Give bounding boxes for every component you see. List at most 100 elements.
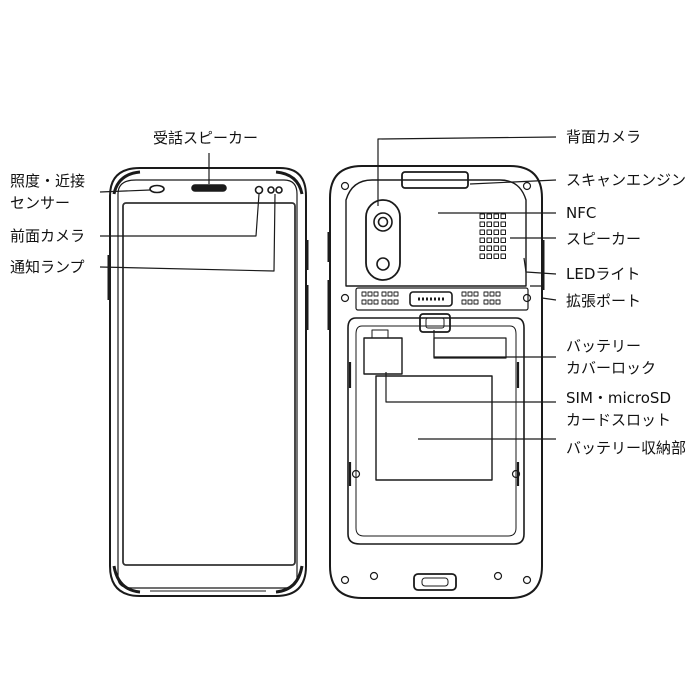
back-bottom-connector-inner [421, 577, 449, 587]
port-contact [495, 291, 501, 297]
speaker-hole [493, 253, 499, 259]
speaker-hole [493, 245, 499, 251]
screw [340, 575, 350, 585]
expansion-port-strip [355, 287, 529, 311]
port-contact [381, 291, 387, 297]
back-upper-panel [345, 179, 527, 287]
battery-cover [347, 317, 525, 545]
label-notification-lamp: 通知ランプ [10, 258, 85, 276]
phone-back-view [327, 165, 545, 599]
speaker-hole [486, 253, 492, 259]
front-bottom-bumper-left [112, 565, 141, 594]
speaker-hole [486, 237, 492, 243]
port-contact [461, 291, 467, 297]
speaker-hole [486, 221, 492, 227]
leader-front-camera [100, 193, 260, 237]
front-bottom-bumper-right [275, 565, 304, 594]
port-contact [483, 291, 489, 297]
led-flash [376, 257, 390, 271]
port-contact [361, 299, 367, 305]
rear-camera-lens [373, 212, 393, 232]
speaker-hole [500, 253, 506, 259]
leader-notification-lamp [99, 193, 276, 272]
speaker-hole [479, 253, 485, 259]
battery-cover-lock-inner [425, 317, 445, 329]
label-front-camera: 前面カメラ [10, 227, 86, 245]
speaker-hole [486, 245, 492, 251]
notification-lamp-dot-1 [267, 186, 275, 194]
front-screen [122, 202, 296, 566]
light-proximity-sensor-window [149, 184, 165, 194]
port-contact [473, 291, 479, 297]
port-contact [361, 291, 367, 297]
rear-speaker-grille [479, 213, 506, 259]
label-battery-compartment: バッテリー収納部 [566, 439, 687, 457]
battery-cover-lock [419, 313, 451, 333]
speaker-hole [500, 245, 506, 251]
speaker-hole [500, 229, 506, 235]
back-bottom-connector [413, 573, 457, 591]
speaker-hole [486, 229, 492, 235]
speaker-hole [479, 245, 485, 251]
port-contact [367, 299, 373, 305]
port-contact [467, 291, 473, 297]
lock-release-tab [433, 337, 507, 359]
leader-rear-camera [377, 136, 557, 206]
screw [522, 293, 532, 303]
port-contact [495, 299, 501, 305]
speaker-hole [479, 237, 485, 243]
speaker-hole [493, 221, 499, 227]
label-speaker: スピーカー [566, 230, 642, 248]
port-contact [483, 299, 489, 305]
leader-led-light [523, 257, 557, 275]
expansion-port-contacts [361, 291, 501, 305]
sim-microsd-slot [363, 337, 403, 375]
leader-expansion-port [530, 285, 557, 301]
label-light-proximity-sensor: 照度・近接 センサー [10, 172, 86, 212]
label-receiver-speaker: 受話スピーカー [153, 129, 259, 147]
speaker-hole [493, 237, 499, 243]
port-contact [367, 291, 373, 297]
port-contact [473, 299, 479, 305]
front-camera-lens [254, 185, 264, 195]
back-outer-shell [329, 165, 543, 599]
label-scan-engine: スキャンエンジン [566, 171, 687, 189]
leader-battery-cover-lock [433, 330, 556, 358]
speaker-hole [500, 221, 506, 227]
port-contact [393, 291, 399, 297]
earpiece-grille [191, 184, 227, 192]
screw [340, 181, 350, 191]
speaker-hole [493, 229, 499, 235]
phone-front-view [107, 167, 309, 597]
port-contact [467, 299, 473, 305]
screw [340, 293, 350, 303]
callout-leader-lines [99, 136, 557, 440]
scan-engine-window [401, 171, 469, 189]
speaker-hole [479, 221, 485, 227]
notification-lamp-dot-2 [275, 186, 283, 194]
speaker-hole [493, 213, 499, 219]
leader-scan-engine [469, 179, 557, 185]
port-contact [381, 299, 387, 305]
speaker-hole [500, 213, 506, 219]
battery-cover-inner [355, 325, 517, 537]
front-outer-shell [109, 167, 307, 597]
port-contact [373, 291, 379, 297]
port-contact [489, 299, 495, 305]
label-expansion-port: 拡張ポート [566, 292, 642, 310]
port-contact [461, 299, 467, 305]
leader-light-proximity-sensor [99, 189, 151, 193]
screw [369, 571, 379, 581]
speaker-hole [500, 237, 506, 243]
speaker-hole [486, 213, 492, 219]
label-led-light: LEDライト [566, 265, 641, 283]
screw [511, 469, 521, 479]
port-contact [373, 299, 379, 305]
port-contact [489, 291, 495, 297]
label-sim-microsd-slot: SIM・microSD カードスロット [566, 389, 672, 429]
speaker-hole [479, 213, 485, 219]
label-battery-cover-lock: バッテリー カバーロック [566, 337, 657, 377]
label-nfc: NFC [566, 204, 597, 222]
